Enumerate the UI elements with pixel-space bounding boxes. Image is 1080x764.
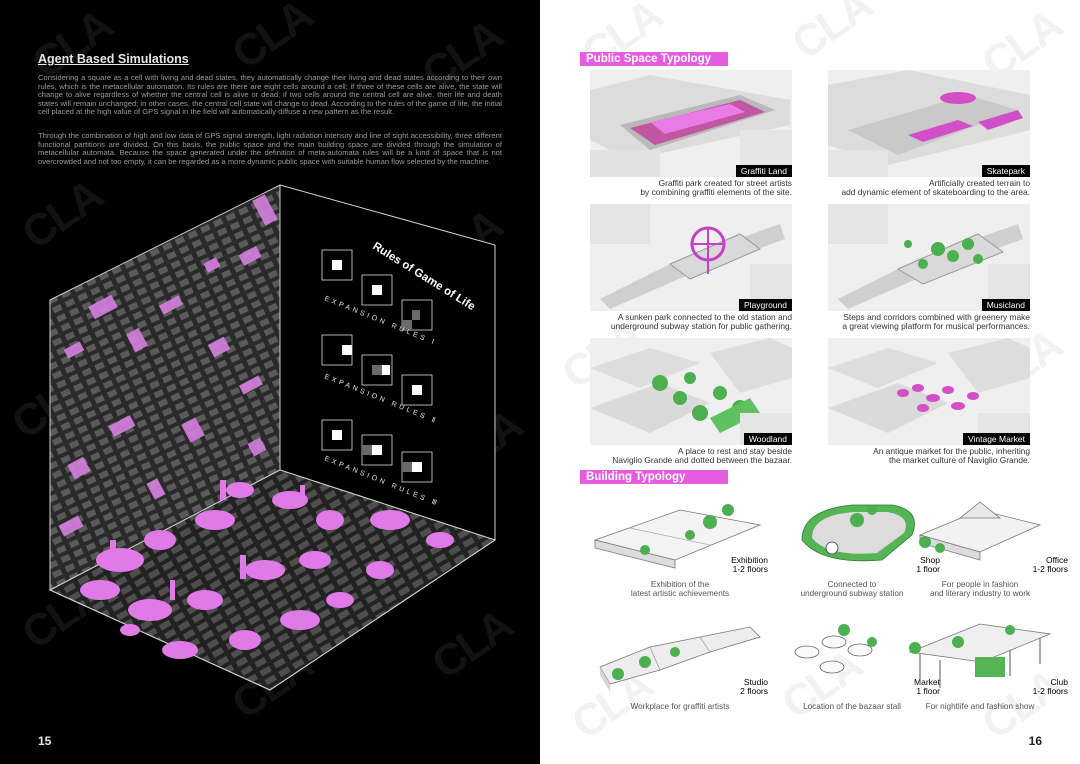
building-floors: 1 floor <box>916 563 940 574</box>
building-render <box>794 624 877 674</box>
public-space-card-graffiti-land: Graffiti Land Graffiti park created for … <box>590 70 792 196</box>
building-name: Studio 2 floors <box>740 678 768 696</box>
public-space-render: Woodland <box>590 338 792 445</box>
building-title: Office <box>1045 555 1068 565</box>
space-description: Artificially created terrain to add dyna… <box>828 179 1030 196</box>
building-render <box>908 623 1052 688</box>
public-space-card-woodland: Woodland A place to rest and stay beside… <box>590 338 792 464</box>
space-label: Musicland <box>981 299 1030 311</box>
space-description: An antique market for the public, inheri… <box>828 447 1030 464</box>
building-render <box>599 626 761 692</box>
description-line: Steps and corridors combined with greene… <box>843 312 1030 322</box>
description-line: Workplace for graffiti artists <box>630 702 730 711</box>
description-line: A place to rest and stay beside <box>677 446 792 456</box>
living-cells-floor <box>80 480 454 659</box>
space-label: Skatepark <box>981 165 1030 177</box>
building-card-office: Office 1-2 floors For people in fashion … <box>890 490 1070 602</box>
description-line: Naviglio Grande and dotted between the b… <box>612 454 792 465</box>
public-space-render: Playground <box>590 204 792 311</box>
building-floors: 1-2 floors <box>1032 685 1068 696</box>
space-description: Graffiti park created for street artists… <box>590 179 792 196</box>
building-floors: 2 floors <box>740 685 768 696</box>
description-line: latest artistic achievements <box>630 588 730 598</box>
space-label: Playground <box>738 299 792 311</box>
page-title: Agent Based Simulations <box>38 52 189 66</box>
description-line: Exhibition of the <box>650 580 710 589</box>
section-heading-public-space: Public Space Typology <box>580 52 728 66</box>
public-space-render: Graffiti Land <box>590 70 792 177</box>
description-line: Connected to <box>827 580 877 589</box>
description-line: For nightlife and fashion show <box>925 702 1035 711</box>
description-line: add dynamic element of skateboarding to … <box>841 186 1030 197</box>
building-description: Location of the bazaar stall <box>762 702 942 712</box>
building-title: Exhibition <box>731 555 768 565</box>
space-label: Vintage Market <box>962 433 1030 445</box>
rule-live-cells <box>332 260 422 472</box>
description-line: An antique market for the public, inheri… <box>873 446 1030 456</box>
building-title: Market <box>914 677 940 687</box>
space-label: Woodland <box>743 433 792 445</box>
watermark-logo: CLA <box>573 0 671 79</box>
building-name: Shop 1 floor <box>916 556 940 574</box>
building-card-studio: Studio 2 floors Workplace for graffiti a… <box>590 612 770 724</box>
left-page: CLA CLA CLA CLA CLA CLA CLA CLA CLA CLA … <box>0 0 540 764</box>
building-card-market: Market 1 floor Location of the bazaar st… <box>762 612 942 724</box>
space-label: Graffiti Land <box>735 165 792 177</box>
watermark-logo: CLA <box>783 0 881 69</box>
body-paragraph: Through the combination of high and low … <box>38 131 502 166</box>
building-render <box>593 504 762 569</box>
public-space-card-musicland: Musicland Steps and corridors combined w… <box>828 204 1030 330</box>
public-space-render: Vintage Market <box>828 338 1030 445</box>
space-description: A sunken park connected to the old stati… <box>590 313 792 330</box>
public-space-card-skatepark: Skatepark Artificially created terrain t… <box>828 70 1030 196</box>
building-description: For nightlife and fashion show <box>890 702 1070 712</box>
building-render <box>918 501 1042 561</box>
building-floors: 1-2 floors <box>732 563 768 574</box>
body-paragraph: Considering a square as a cell with livi… <box>38 73 502 117</box>
building-card-exhibition: Exhibition 1-2 floors Exhibition of the … <box>590 490 770 602</box>
building-floors: 1 floor <box>916 685 940 696</box>
description-line: For people in fashion <box>941 580 1019 589</box>
building-name: Exhibition 1-2 floors <box>731 556 768 574</box>
building-floors: 1-2 floors <box>1032 563 1068 574</box>
description-line: Location of the bazaar stall <box>803 702 901 711</box>
living-cells-wall <box>58 194 278 537</box>
description-line: A sunken park connected to the old stati… <box>617 312 792 322</box>
rule-dead-cells <box>362 310 420 472</box>
building-title: Shop <box>920 555 940 565</box>
building-render <box>801 504 915 562</box>
building-name: Club 1-2 floors <box>1033 678 1068 696</box>
space-description: A place to rest and stay beside Naviglio… <box>590 447 792 464</box>
building-title: Club <box>1050 677 1068 687</box>
cellular-automata-diagram: Rules of Game of Life EXPANSION RULES Ⅰ … <box>48 184 497 691</box>
public-space-card-vintage-market: Vintage Market An antique market for the… <box>828 338 1030 464</box>
description-line: the market culture of Naviglio Grande. <box>888 454 1030 465</box>
building-title: Studio <box>743 677 768 687</box>
page-number: 15 <box>38 734 52 748</box>
public-space-render: Musicland <box>828 204 1030 311</box>
building-name: Office 1-2 floors <box>1033 556 1068 574</box>
description-line: Graffiti park created for street artists <box>658 178 792 188</box>
description-line: a great viewing platform for musical per… <box>842 320 1030 331</box>
description-line: Artificially created terrain to <box>928 178 1030 188</box>
building-card-club: Club 1-2 floors For nightlife and fashio… <box>890 612 1070 724</box>
building-description: For people in fashion and literary indus… <box>890 580 1070 599</box>
building-description: Exhibition of the latest artistic achiev… <box>590 580 770 599</box>
public-space-render: Skatepark <box>828 70 1030 177</box>
description-line: by combining graffiti elements of the si… <box>640 186 792 197</box>
public-space-card-playground: Playground A sunken park connected to th… <box>590 204 792 330</box>
space-description: Steps and corridors combined with greene… <box>828 313 1030 330</box>
building-description: Workplace for graffiti artists <box>590 702 770 712</box>
building-name: Market 1 floor <box>914 678 940 696</box>
description-line: underground subway station for public ga… <box>610 320 792 331</box>
right-page: CLA CLA CLA CLA CLA CLA CLA CLA Public S… <box>540 0 1080 764</box>
description-line: underground subway station <box>800 588 904 598</box>
building-card-shop: Shop 1 floor Connected to underground su… <box>762 490 942 602</box>
page-number: 16 <box>1028 734 1042 748</box>
section-heading-building: Building Typology <box>580 470 728 484</box>
description-line: and literary industry to work <box>929 588 1031 598</box>
building-description: Connected to underground subway station <box>762 580 942 599</box>
